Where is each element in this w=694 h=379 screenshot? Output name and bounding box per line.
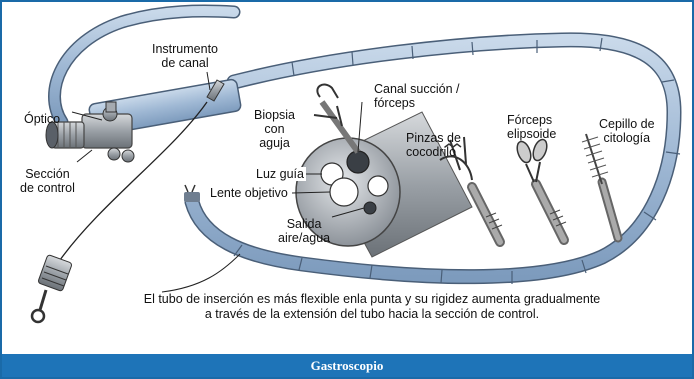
label-canal-succion: Canal succión /fórceps xyxy=(374,82,460,110)
leader-lines xyxy=(71,71,365,293)
label-optico: Óptico xyxy=(24,112,61,126)
ellipsoid-forceps-illustration xyxy=(516,138,569,245)
gastroscope-illustration xyxy=(30,4,682,324)
cytology-brush-illustration xyxy=(581,133,623,243)
label-lente-objetivo: Lente objetivo xyxy=(208,186,290,200)
alligator-forceps-illustration xyxy=(439,136,505,247)
control-section xyxy=(45,78,242,163)
insertion-tube xyxy=(184,32,682,285)
insertion-tube-note: El tubo de inserción es más flexible enl… xyxy=(143,292,601,321)
light-cable xyxy=(30,101,208,324)
figure-caption: Gastroscopio xyxy=(2,354,692,377)
label-luz-guia: Luz guía xyxy=(254,167,306,181)
